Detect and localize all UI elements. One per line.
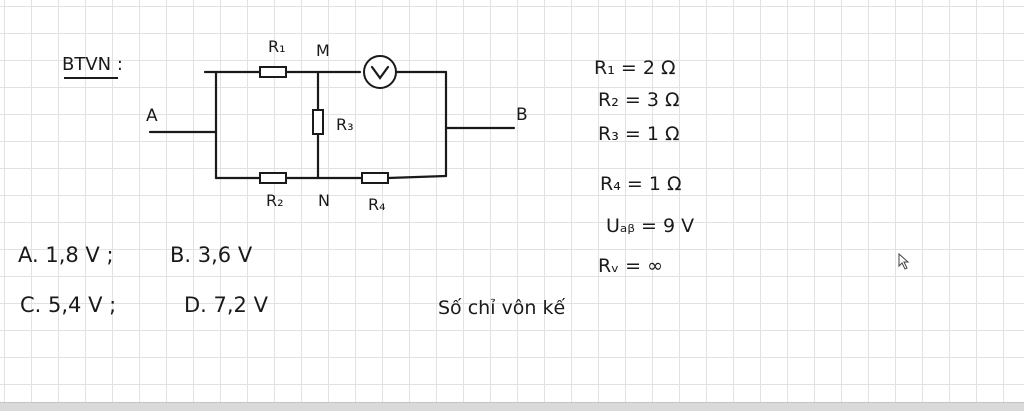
node-m-label: M: [316, 41, 330, 60]
question-note: Số chỉ vôn kế: [438, 297, 565, 319]
heading-text: BTVN :: [62, 54, 123, 75]
option-a: A. 1,8 V ;: [18, 243, 114, 267]
r3-label: R₃: [336, 115, 354, 134]
given-uab: Uₐᵦ = 9 V: [606, 215, 694, 237]
voltmeter-v-mark: [370, 65, 390, 80]
answer-options: A. 1,8 V ; B. 3,6 V C. 5,4 V ; D. 7,2 V: [18, 243, 269, 317]
r4-label: R₄: [368, 195, 386, 214]
node-a-label: A: [146, 106, 158, 126]
resistor-r2: [259, 172, 287, 184]
option-b: B. 3,6 V: [170, 243, 253, 267]
given-values: R₁ = 2 Ω R₂ = 3 Ω R₃ = 1 Ω R₄ = 1 Ω Uₐᵦ …: [594, 57, 694, 277]
resistor-r1: [259, 66, 287, 78]
voltmeter-symbol: [363, 55, 397, 89]
option-c: C. 5,4 V ;: [20, 293, 116, 317]
window-bottom-edge: [0, 402, 1024, 411]
mouse-pointer-icon: [898, 252, 910, 270]
circuit-diagram: A B M N R₁ R₂ R₃ R₄: [146, 37, 528, 214]
given-r1: R₁ = 2 Ω: [594, 57, 675, 79]
r2-label: R₂: [266, 191, 284, 210]
resistor-r3: [312, 109, 324, 135]
r1-label: R₁: [268, 37, 286, 56]
given-rv: Rᵥ = ∞: [598, 255, 663, 277]
node-n-label: N: [318, 191, 330, 210]
given-r2: R₂ = 3 Ω: [598, 89, 679, 111]
given-r4: R₄ = 1 Ω: [600, 173, 681, 195]
option-d: D. 7,2 V: [184, 293, 269, 317]
given-r3: R₃ = 1 Ω: [598, 123, 679, 145]
wire-bottom-3: [386, 174, 448, 180]
resistor-r4: [361, 172, 389, 184]
node-b-label: B: [516, 105, 528, 125]
